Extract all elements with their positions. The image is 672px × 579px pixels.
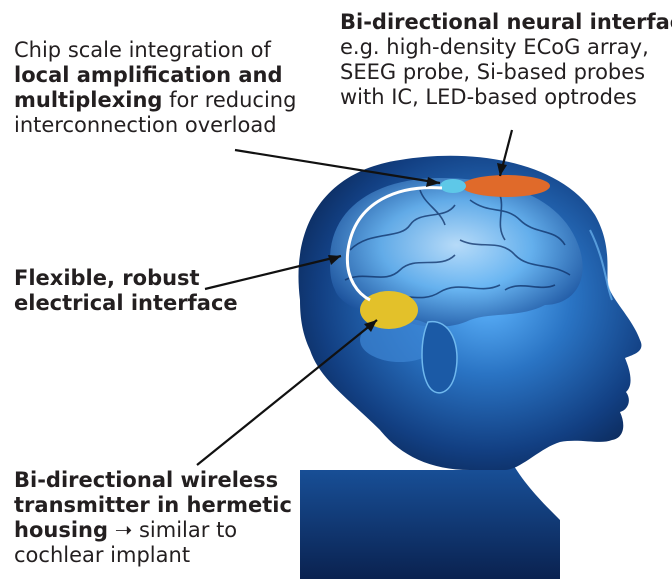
right-arrow-icon: ➝ [115,518,133,542]
wireless-label-line-1-text: Bi-directional wireless [14,468,278,492]
chip-label-line-2-bold: local amplification and [14,63,283,87]
chip-label-line-3-bold: multiplexing [14,88,162,112]
flex-label-line-2: electrical interface [14,291,238,316]
neural-interface-pad [462,175,550,197]
chip-label-line-4: interconnection overload [14,113,296,138]
wireless-label-line-3: housing ➝ similar to [14,518,292,543]
chip-label-line-1: Chip scale integration of [14,38,296,63]
neural-label-title-text: Bi-directional neural interface [340,10,672,34]
wireless-label-line-2: transmitter in hermetic [14,493,292,518]
flex-label-line-1: Flexible, robust [14,266,238,291]
wireless-label-line-3-bold: housing [14,518,108,542]
chip-integration-label: Chip scale integration of local amplific… [14,38,296,138]
neural-interface-label: Bi-directional neural interface e.g. hig… [340,10,672,110]
flexible-interface-label: Flexible, robust electrical interface [14,266,238,316]
chip-label-line-2: local amplification and [14,63,296,88]
neural-label-title: Bi-directional neural interface [340,10,672,35]
wireless-label-line-1: Bi-directional wireless [14,468,292,493]
wireless-transmitter-label: Bi-directional wireless transmitter in h… [14,468,292,568]
amplifier-chip [440,179,466,193]
neural-label-line-2: e.g. high-density ECoG array, [340,35,672,60]
wireless-label-line-2-text: transmitter in hermetic [14,493,292,517]
wireless-label-line-3-rest: similar to [132,518,237,542]
chip-label-line-3-rest: for reducing [162,88,296,112]
chip-label-line-3: multiplexing for reducing [14,88,296,113]
neural-label-line-3: SEEG probe, Si-based probes [340,60,672,85]
wireless-label-line-4: cochlear implant [14,543,292,568]
neural-label-line-4: with IC, LED-based optrodes [340,85,672,110]
